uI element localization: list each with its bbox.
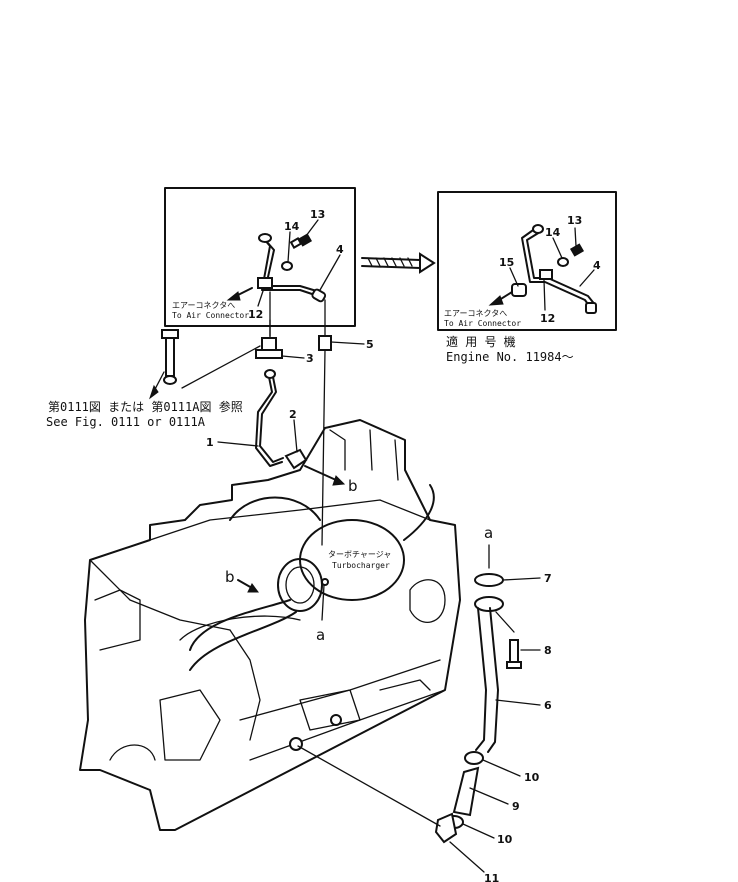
inset-right: 13 14 15 4 12 エアーコネクタへ To Air Connector — [437, 191, 617, 331]
clamp-12-inset-right — [539, 269, 553, 280]
inset-right-frame — [437, 191, 617, 331]
callout-2: 2 — [289, 408, 297, 421]
pipe-4-inset-right — [521, 227, 593, 311]
inset-left: 13 14 4 12 エアーコネクタへ To Air Connector — [164, 187, 356, 327]
inset-arrow — [361, 252, 436, 274]
callout-10-lower: 10 — [497, 833, 513, 846]
connector-3: 3 — [255, 291, 314, 365]
callout-13-left: 13 — [310, 208, 325, 221]
bolt-8 — [509, 639, 519, 665]
connector-5: 5 — [318, 299, 374, 546]
mount-bolt — [149, 329, 261, 400]
callout-6: 6 — [544, 699, 552, 712]
washer-14-inset-right — [557, 257, 569, 267]
clamp-12-inset-left — [257, 277, 273, 289]
pipe-1: 1 — [206, 369, 284, 467]
callout-11: 11 — [484, 872, 499, 882]
gasket-7 — [474, 573, 504, 587]
ref-b-left: b — [225, 568, 235, 586]
callout-1: 1 — [206, 436, 214, 449]
bolt-13-inset-right — [569, 243, 585, 257]
turbocharger-jp: ターボチャージャ — [328, 550, 391, 559]
fitting-2: 2 b — [284, 408, 358, 495]
ref-a-turbo: a — [316, 626, 325, 644]
inset-left-frame — [164, 187, 356, 327]
to-air-connector-en-right: To Air Connector — [444, 319, 521, 328]
clamp-10-upper — [464, 751, 484, 765]
callout-4-right: 4 — [593, 259, 601, 272]
ref-b-right: b — [348, 477, 358, 495]
hose-9 — [452, 766, 480, 817]
callout-8: 8 — [544, 644, 552, 657]
engine-block — [79, 419, 461, 831]
ref-a-top: a — [484, 524, 493, 542]
callout-10-upper: 10 — [524, 771, 540, 784]
to-air-connector-jp-right: エアーコネクタへ — [444, 309, 507, 318]
callout-14-left: 14 — [284, 220, 300, 233]
washer-14-inset-left — [281, 261, 293, 271]
applicable-engine-jp: 適 用 号 機 — [446, 334, 516, 349]
callout-4-left: 4 — [336, 243, 344, 256]
elbow-11 — [434, 812, 458, 844]
callout-3: 3 — [306, 352, 314, 365]
oil-drain-assembly: a 7 6 8 10 9 10 11 — [297, 524, 552, 882]
callout-9: 9 — [512, 800, 520, 813]
callout-12-right: 12 — [540, 312, 555, 325]
callout-12-left: 12 — [248, 308, 263, 321]
turbocharger: a ターボチャージャ Turbocharger b — [189, 484, 435, 671]
to-air-connector-en-left: To Air Connector — [172, 311, 249, 320]
see-fig-en: See Fig. 0111 or 0111A — [46, 415, 206, 429]
callout-15-right: 15 — [499, 256, 514, 269]
see-fig-jp: 第0111図 または 第0111A図 参照 — [48, 399, 243, 414]
fitting-15-inset-right — [511, 283, 527, 297]
callout-13-right: 13 — [567, 214, 582, 227]
engine-number: Engine No. 11984～ — [446, 350, 574, 364]
callout-7: 7 — [544, 572, 552, 585]
callout-5: 5 — [366, 338, 374, 351]
to-air-connector-jp-left: エアーコネクタへ — [172, 301, 235, 310]
callout-14-right: 14 — [545, 226, 561, 239]
turbocharger-en: Turbocharger — [332, 561, 390, 570]
